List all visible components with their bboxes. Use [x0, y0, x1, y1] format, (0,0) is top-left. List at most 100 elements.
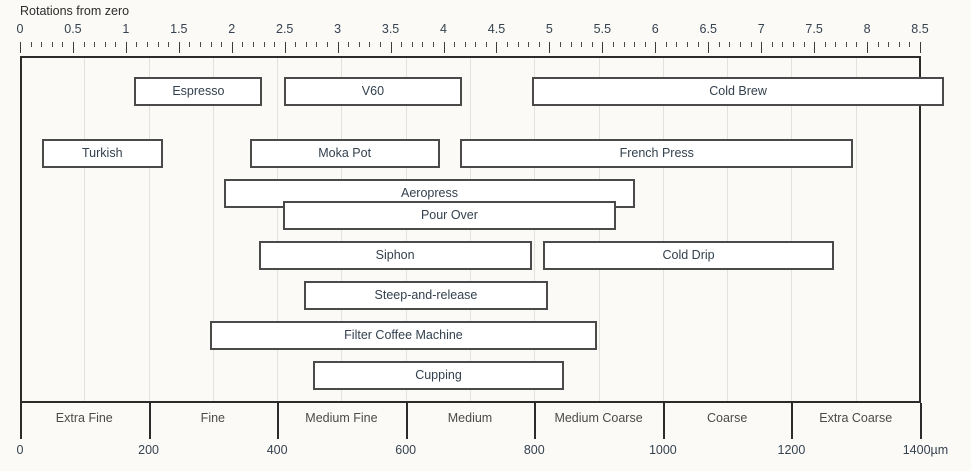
top-tick-label: 8	[863, 22, 871, 36]
top-minor-tick	[539, 42, 540, 47]
top-minor-tick	[189, 42, 190, 47]
bottom-tick-label: 400	[266, 443, 288, 457]
top-minor-tick	[359, 42, 360, 47]
bottom-tick-label: 800	[523, 443, 545, 457]
gridline	[84, 58, 85, 401]
top-minor-tick	[454, 42, 455, 47]
top-minor-tick	[115, 42, 116, 47]
bottom-tick-label: 600	[395, 443, 417, 457]
top-minor-tick	[94, 42, 95, 47]
brew-method-bar[interactable]: Espresso	[134, 77, 263, 106]
top-major-tick	[708, 42, 709, 53]
top-minor-tick	[486, 42, 487, 47]
top-minor-tick	[528, 42, 529, 47]
top-minor-tick	[306, 42, 307, 47]
top-minor-tick	[624, 42, 625, 47]
category-divider	[791, 403, 793, 439]
gridline	[277, 58, 278, 401]
top-major-tick	[232, 42, 233, 53]
brew-method-label: French Press	[619, 146, 694, 161]
top-minor-tick	[878, 42, 879, 47]
top-minor-tick	[105, 42, 106, 47]
top-minor-tick	[507, 42, 508, 47]
top-minor-tick	[592, 42, 593, 47]
top-major-tick	[655, 42, 656, 53]
top-minor-tick	[422, 42, 423, 47]
bottom-tick-label: 1200	[777, 443, 806, 457]
top-major-tick	[761, 42, 762, 53]
top-minor-tick	[433, 42, 434, 47]
brew-method-bar[interactable]: Moka Pot	[249, 139, 440, 168]
category-divider	[149, 403, 151, 439]
brew-method-label: Cold Brew	[709, 84, 767, 99]
top-minor-tick	[909, 42, 910, 47]
brew-method-bar[interactable]: Pour Over	[282, 201, 616, 230]
top-minor-tick	[772, 42, 773, 47]
grind-category-label: Extra Fine	[55, 411, 113, 425]
top-minor-tick	[888, 42, 889, 47]
top-major-tick	[549, 42, 550, 53]
top-major-tick	[867, 42, 868, 53]
top-minor-tick	[158, 42, 159, 47]
brew-method-label: Turkish	[82, 146, 123, 161]
top-minor-tick	[581, 42, 582, 47]
brew-method-bar[interactable]: Cold Drip	[543, 241, 834, 270]
grind-category-label: Medium Coarse	[554, 411, 643, 425]
bottom-tick-label: 0	[16, 443, 24, 457]
top-minor-tick	[316, 42, 317, 47]
top-minor-tick	[899, 42, 900, 47]
gridline	[856, 58, 857, 401]
brew-method-bar[interactable]: Cupping	[313, 361, 564, 390]
grind-category-label: Fine	[200, 411, 226, 425]
top-minor-tick	[412, 42, 413, 47]
bottom-tick-label: 1400µm	[902, 443, 949, 457]
gridline	[149, 58, 150, 401]
top-minor-tick	[687, 42, 688, 47]
top-tick-label: 4	[440, 22, 447, 36]
brew-method-bar[interactable]: Turkish	[41, 139, 163, 168]
plot-frame-top-axis-line	[20, 56, 920, 58]
top-minor-tick	[729, 42, 730, 47]
top-tick-label: 2.5	[276, 22, 294, 36]
top-minor-tick	[645, 42, 646, 47]
brew-method-label: Aeropress	[401, 186, 458, 201]
top-minor-tick	[242, 42, 243, 47]
grind-category-label: Extra Coarse	[819, 411, 893, 425]
top-minor-tick	[825, 42, 826, 47]
top-minor-tick	[52, 42, 53, 47]
gridline	[727, 58, 728, 401]
brew-method-label: Filter Coffee Machine	[344, 328, 463, 343]
top-major-tick	[391, 42, 392, 53]
top-minor-tick	[348, 42, 349, 47]
top-minor-tick	[369, 42, 370, 47]
brew-method-bar[interactable]: Filter Coffee Machine	[209, 321, 598, 350]
top-minor-tick	[571, 42, 572, 47]
top-minor-tick	[253, 42, 254, 47]
top-axis-title: Rotations from zero	[20, 4, 130, 18]
top-major-tick	[814, 42, 815, 53]
top-minor-tick	[211, 42, 212, 47]
top-tick-label: 7	[757, 22, 765, 36]
top-minor-tick	[751, 42, 752, 47]
brew-method-bar[interactable]: French Press	[460, 139, 854, 168]
top-tick-label: 7.5	[805, 22, 823, 36]
top-minor-tick	[804, 42, 805, 47]
category-divider	[406, 403, 408, 439]
top-major-tick	[496, 42, 497, 53]
top-tick-label: 5.5	[593, 22, 612, 36]
brew-method-bar[interactable]: Steep-and-release	[303, 281, 549, 310]
top-tick-label: 3	[334, 22, 342, 36]
top-minor-tick	[465, 42, 466, 47]
brew-method-bar[interactable]: Cold Brew	[531, 77, 945, 106]
brew-method-bar[interactable]: Siphon	[258, 241, 532, 270]
bottom-tick-label: 200	[138, 443, 159, 457]
top-minor-tick	[475, 42, 476, 47]
top-minor-tick	[666, 42, 667, 47]
brew-method-bar[interactable]: V60	[283, 77, 463, 106]
top-minor-tick	[264, 42, 265, 47]
brew-method-label: Pour Over	[420, 208, 478, 223]
category-divider	[534, 403, 536, 439]
top-minor-tick	[782, 42, 783, 47]
top-minor-tick	[200, 42, 201, 47]
